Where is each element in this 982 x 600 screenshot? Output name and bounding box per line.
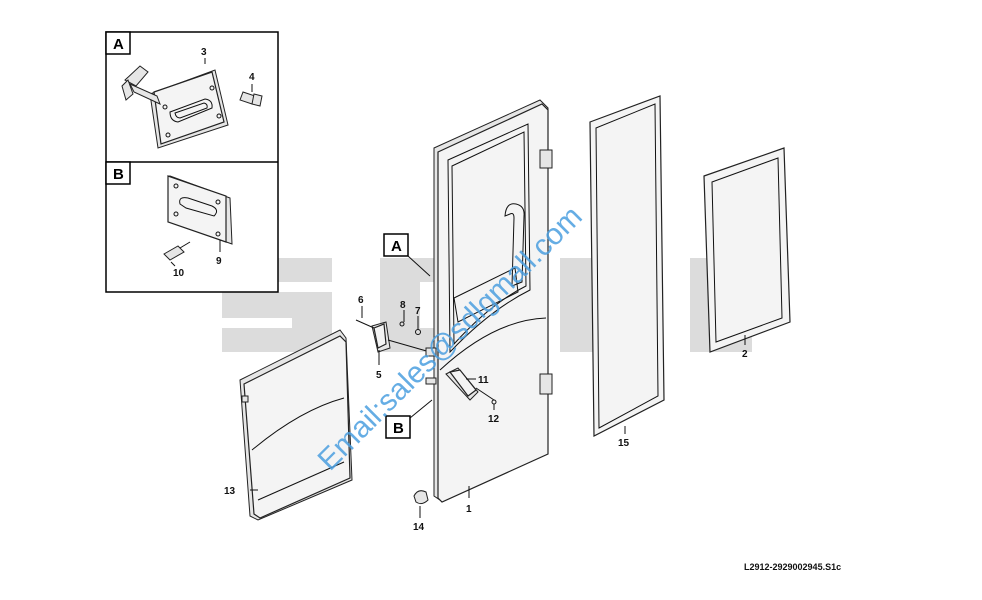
callout-letter-a: A: [391, 238, 402, 255]
bolt-14: [413, 490, 429, 505]
detail-letter-b: B: [113, 166, 124, 183]
part-label-7: 7: [415, 306, 421, 317]
part-label-12: 12: [488, 414, 500, 425]
detail-b-plate: [163, 175, 233, 267]
callout-letter-b: B: [393, 420, 404, 437]
part-label-14: 14: [413, 522, 425, 533]
part-label-10: 10: [173, 268, 185, 279]
part-label-6: 6: [358, 295, 364, 306]
callout-a: A: [383, 233, 431, 277]
door-handle-latch: [425, 367, 497, 405]
part-label-11: 11: [478, 375, 489, 386]
door-glass: [589, 95, 665, 437]
door-panel: [433, 99, 553, 503]
part-label-13: 13: [224, 486, 236, 497]
window-seal: [703, 147, 791, 353]
callout-b: B: [385, 399, 433, 439]
drawing-reference: L2912-2929002945.S1c: [744, 562, 841, 572]
part-label-8: 8: [400, 300, 406, 311]
detail-a-latch: [121, 58, 263, 149]
detail-panel: A B: [105, 31, 279, 293]
part-label-1: 1: [466, 504, 472, 515]
part-label-2: 2: [742, 349, 748, 360]
part-label-5: 5: [376, 370, 382, 381]
leader-lines: [250, 306, 746, 518]
part-label-4: 4: [249, 72, 255, 83]
detail-letter-a: A: [113, 36, 124, 53]
part-label-3: 3: [201, 47, 207, 58]
door-lock: [355, 319, 437, 357]
part-label-15: 15: [618, 438, 630, 449]
interior-panel: [239, 329, 353, 521]
part-label-9: 9: [216, 256, 222, 267]
